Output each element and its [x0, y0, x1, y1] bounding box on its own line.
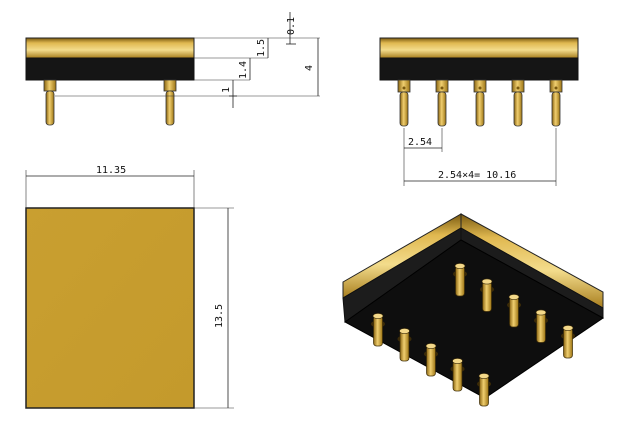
- front-pin: [549, 79, 563, 127]
- side-body: [25, 57, 195, 81]
- dim-body: 1.4: [238, 61, 249, 79]
- iso-pin: [450, 358, 465, 392]
- dim-width: 11.35: [96, 165, 126, 176]
- iso-pin: [507, 294, 521, 328]
- dim-pitch: 2.54: [408, 137, 432, 148]
- iso-pin: [371, 313, 385, 347]
- iso-pin: [561, 325, 575, 359]
- dim-span: 2.54×4= 10.16: [438, 170, 516, 181]
- front-pin: [435, 79, 449, 127]
- dim-height: 13.5: [214, 304, 225, 328]
- front-cap: [379, 37, 579, 59]
- dim-cap: 1.5: [256, 39, 267, 57]
- dim-pin-stub: 1: [221, 87, 232, 93]
- top-view: 11.35 13.5: [25, 165, 234, 409]
- iso-pin: [534, 309, 548, 343]
- side-pin-left: [43, 79, 57, 126]
- iso-bottom-face: [344, 239, 604, 399]
- iso-pin: [453, 263, 467, 297]
- front-pin: [473, 79, 487, 127]
- side-view: 0.1 1.5 1.4 1 4: [25, 12, 320, 126]
- iso-pin: [397, 328, 412, 362]
- iso-view: [342, 213, 604, 407]
- front-view: 2.54 2.54×4= 10.16: [379, 37, 579, 186]
- dim-total: 4: [304, 65, 315, 71]
- side-pin-right: [163, 79, 177, 126]
- top-face: [25, 207, 195, 409]
- front-pin: [511, 79, 525, 127]
- front-pin: [397, 79, 411, 127]
- iso-pins: [371, 263, 575, 407]
- dim-top-gap: 0.1: [286, 17, 297, 35]
- side-cap: [25, 37, 195, 59]
- front-body: [379, 57, 579, 81]
- iso-pin: [480, 278, 494, 312]
- front-pins: [397, 79, 563, 127]
- iso-pin: [477, 373, 491, 407]
- iso-pin: [424, 343, 438, 377]
